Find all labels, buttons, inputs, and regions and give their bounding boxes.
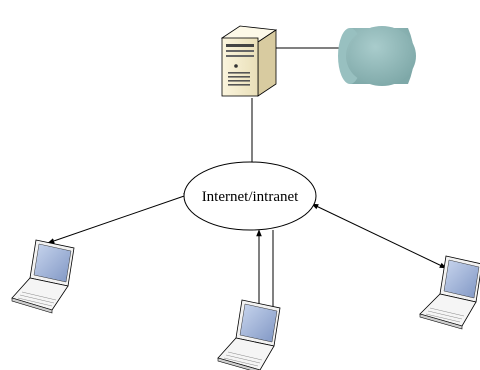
- link-cloud-laptop-right: [311, 203, 447, 269]
- laptop-center-icon: [217, 299, 281, 370]
- cloud-label: Internet/intranet: [202, 189, 299, 205]
- server-icon: [220, 25, 278, 97]
- database-icon: [338, 26, 416, 86]
- laptop-left-icon: [11, 239, 75, 314]
- cloud-node: Internet/intranet: [183, 161, 317, 231]
- cloud-ellipse: [183, 161, 317, 231]
- connections: [47, 47, 447, 315]
- link-cloud-laptop-left: [47, 193, 191, 244]
- laptop-right-icon: [419, 255, 480, 330]
